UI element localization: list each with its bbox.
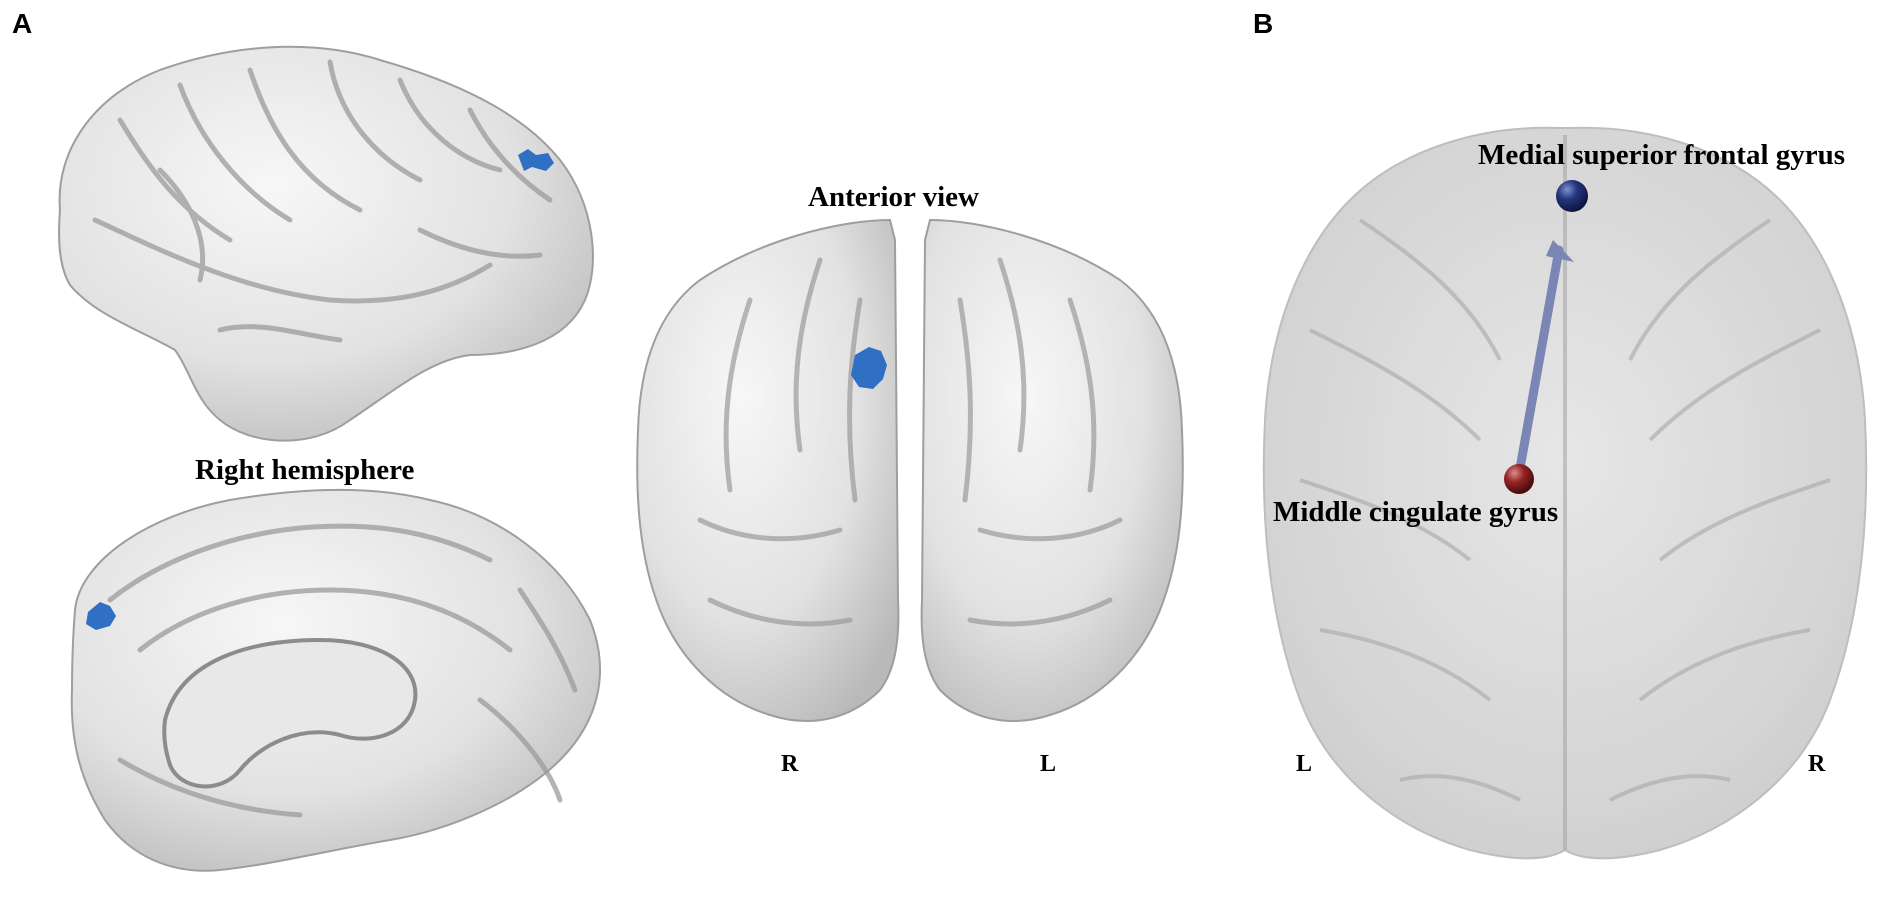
glass-brain-axial: [1262, 126, 1868, 860]
glass-side-right-label: R: [1808, 751, 1826, 777]
node-medial-superior-frontal: [1556, 180, 1588, 212]
medial-superior-frontal-label: Medial superior frontal gyrus: [1478, 139, 1846, 171]
lateral-hemisphere-view: [58, 45, 594, 442]
anterior-side-right-label: R: [781, 751, 799, 777]
panel-b-letter: B: [1253, 8, 1274, 39]
anterior-view-label: Anterior view: [808, 181, 979, 213]
connection-edge: [1514, 245, 1564, 479]
panel-a-letter: A: [12, 8, 33, 39]
activation-cluster-medial: [86, 602, 116, 630]
middle-cingulate-label: Middle cingulate gyrus: [1273, 496, 1559, 528]
activation-cluster-anterior: [851, 347, 887, 389]
glass-side-left-label: L: [1296, 751, 1313, 777]
activation-cluster-lateral: [518, 149, 554, 171]
right-hemisphere-label: Right hemisphere: [195, 454, 415, 486]
anterior-side-left-label: L: [1040, 751, 1057, 777]
node-middle-cingulate: [1504, 464, 1534, 494]
medial-hemisphere-view: [70, 488, 601, 872]
connection-arrowhead: [1546, 240, 1574, 262]
anterior-brain-view: [636, 218, 1184, 722]
